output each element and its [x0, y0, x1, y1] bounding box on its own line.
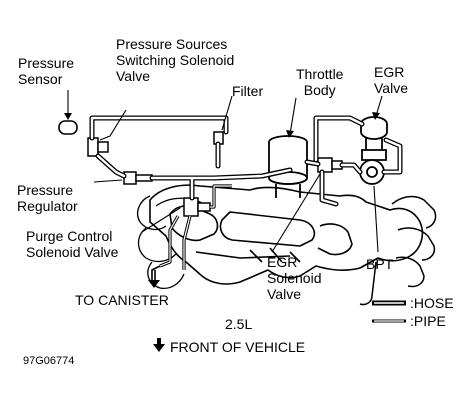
exhaust-runners: [359, 195, 437, 306]
to-canister-label: TO CANISTER: [75, 292, 169, 308]
purge-control-valve: [183, 197, 211, 217]
filter-label: Filter: [232, 83, 264, 99]
down-arrow-icon: [153, 338, 165, 352]
pipes: [159, 184, 232, 270]
egr-solenoid-valve-label: EGR Solenoid Valve: [267, 254, 322, 302]
pressure-switching-valve: [87, 137, 109, 157]
figure-id-label: 97G06774: [23, 355, 75, 367]
leader-lines: [67, 90, 383, 253]
throttle-body-label: Throttle Body: [296, 66, 344, 98]
bpt-label: BPT: [366, 256, 394, 272]
egr-valve: [360, 116, 388, 161]
pressure-sources-valve-label: Pressure Sources Switching Solenoid Valv…: [116, 36, 235, 84]
legend-hose-label: :HOSE: [410, 295, 454, 311]
leader-arrowheads: [64, 112, 380, 138]
front-of-vehicle-label: FRONT OF VEHICLE: [170, 339, 306, 355]
hoses: [89, 115, 403, 207]
pressure-regulator: [123, 171, 153, 185]
canister-arrow-icon: [148, 280, 160, 288]
legend-pipe-label: :PIPE: [410, 313, 446, 329]
pressure-sensor-label: Pressure Sensor: [18, 55, 75, 87]
pressure-regulator-label: Pressure Regulator: [17, 182, 78, 214]
egr-valve-label: EGR Valve: [374, 64, 408, 96]
canister-line: [151, 265, 161, 282]
plenum-hoses: [136, 195, 205, 290]
engine-size-label: 2.5L: [225, 316, 253, 332]
intake-manifold: [149, 184, 424, 285]
purge-control-valve-label: Purge Control Solenoid Valve: [26, 228, 119, 260]
bpt-valve: [359, 159, 385, 185]
pressure-sensor: [58, 120, 78, 135]
